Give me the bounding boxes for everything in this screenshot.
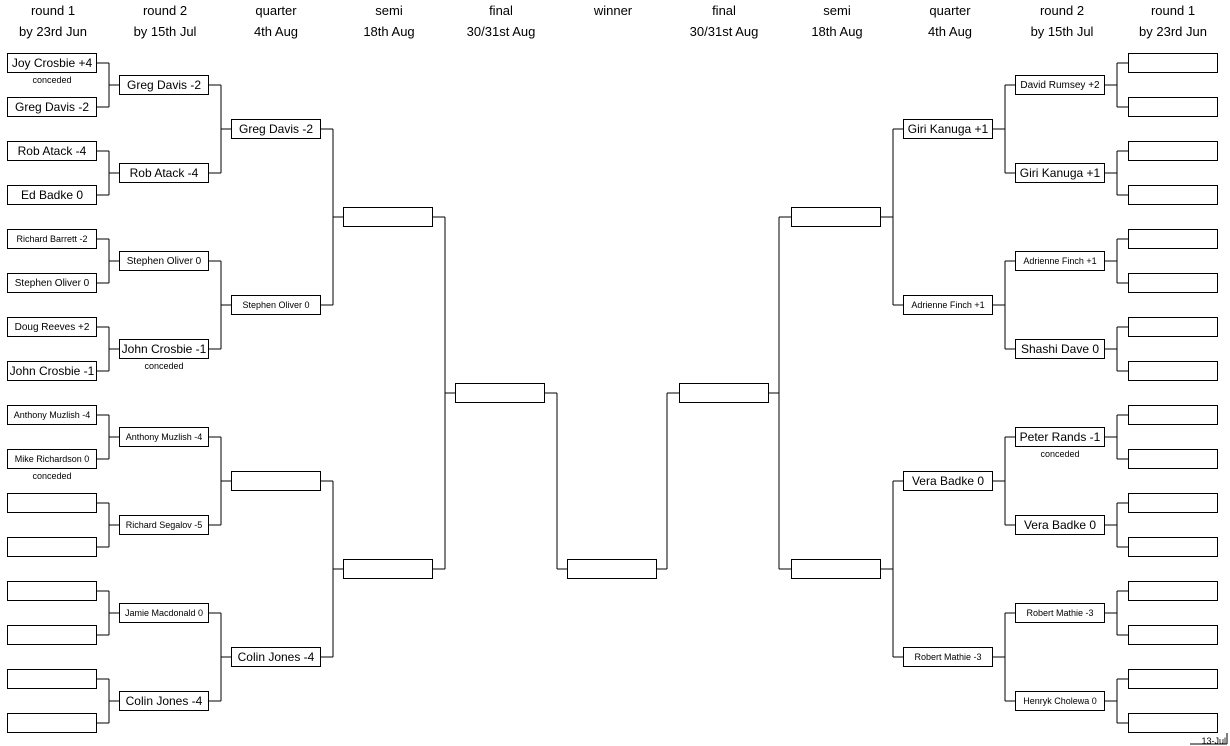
right-sf-slot-1 [791,207,881,227]
right-r1-slot-2 [1128,97,1218,117]
right-sf-slot-2 [791,559,881,579]
left-final-slot [455,383,545,403]
left-r1-slot-7: Doug Reeves +2 [7,317,97,337]
right-r1-slot-14 [1128,625,1218,645]
left-r1-slot-2: Greg Davis -2 [7,97,97,117]
left-r1-slot-6: Stephen Oliver 0 [7,273,97,293]
left-r1-slot-4: Ed Badke 0 [7,185,97,205]
left-r1-slot-9: Anthony Muzlish -4 [7,405,97,425]
right-r2-slot-3: Adrienne Finch +1 [1015,251,1105,271]
left-r2-slot-8: Colin Jones -4 [119,691,209,711]
left-r1-slot-15 [7,669,97,689]
conceded-note-mike-richardson: conceded [32,471,72,481]
right-r2-slot-6: Vera Badke 0 [1015,515,1105,535]
right-qf-slot-1: Giri Kanuga +1 [903,119,993,139]
right-r1-slot-7 [1128,317,1218,337]
left-r2-slot-4: John Crosbie -1 [119,339,209,359]
conceded-note-peter-rands: conceded [1040,449,1080,459]
left-sf-slot-2 [343,559,433,579]
right-r1-slot-11 [1128,493,1218,513]
left-r2-slot-6: Richard Segalov -5 [119,515,209,535]
right-qf-slot-2: Adrienne Finch +1 [903,295,993,315]
right-r1-slot-4 [1128,185,1218,205]
right-r1-slot-13 [1128,581,1218,601]
left-qf-slot-1: Greg Davis -2 [231,119,321,139]
left-r1-slot-11 [7,493,97,513]
date-stamp: 13-Jul [1201,736,1226,746]
header-winner: winner [593,3,633,18]
right-r1-slot-9 [1128,405,1218,425]
right-r1-slot-15 [1128,669,1218,689]
left-r1-slot-3: Rob Atack -4 [7,141,97,161]
right-r1-slot-5 [1128,229,1218,249]
conceded-note-john-crosbie: conceded [144,361,184,371]
left-r1-slot-14 [7,625,97,645]
left-qf-slot-4: Colin Jones -4 [231,647,321,667]
left-r1-slot-1: Joy Crosbie +4 [7,53,97,73]
left-r2-slot-3: Stephen Oliver 0 [119,251,209,271]
right-r1-slot-10 [1128,449,1218,469]
winner-slot [567,559,657,579]
left-r2-slot-1: Greg Davis -2 [119,75,209,95]
left-r1-slot-16 [7,713,97,733]
right-r2-slot-2: Giri Kanuga +1 [1015,163,1105,183]
left-r2-slot-7: Jamie Macdonald 0 [119,603,209,623]
right-r1-slot-6 [1128,273,1218,293]
right-final-slot [679,383,769,403]
left-r1-slot-8: John Crosbie -1 [7,361,97,381]
right-qf-slot-3: Vera Badke 0 [903,471,993,491]
right-r2-slot-8: Henryk Cholewa 0 [1015,691,1105,711]
left-r1-slot-5: Richard Barrett -2 [7,229,97,249]
right-r1-slot-12 [1128,537,1218,557]
left-r1-slot-10: Mike Richardson 0 [7,449,97,469]
left-qf-slot-3 [231,471,321,491]
right-r2-slot-4: Shashi Dave 0 [1015,339,1105,359]
left-sf-slot-1 [343,207,433,227]
right-r2-slot-7: Robert Mathie -3 [1015,603,1105,623]
left-qf-slot-2: Stephen Oliver 0 [231,295,321,315]
right-r2-slot-5: Peter Rands -1 [1015,427,1105,447]
left-r1-slot-13 [7,581,97,601]
right-r1-slot-8 [1128,361,1218,381]
left-r2-slot-5: Anthony Muzlish -4 [119,427,209,447]
right-r2-slot-1: David Rumsey +2 [1015,75,1105,95]
right-r1-slot-3 [1128,141,1218,161]
right-r1-slot-16 [1128,713,1218,733]
left-r2-slot-2: Rob Atack -4 [119,163,209,183]
left-r1-slot-12 [7,537,97,557]
right-qf-slot-4: Robert Mathie -3 [903,647,993,667]
conceded-note-joy-crosbie: conceded [32,75,72,85]
right-r1-slot-1 [1128,53,1218,73]
